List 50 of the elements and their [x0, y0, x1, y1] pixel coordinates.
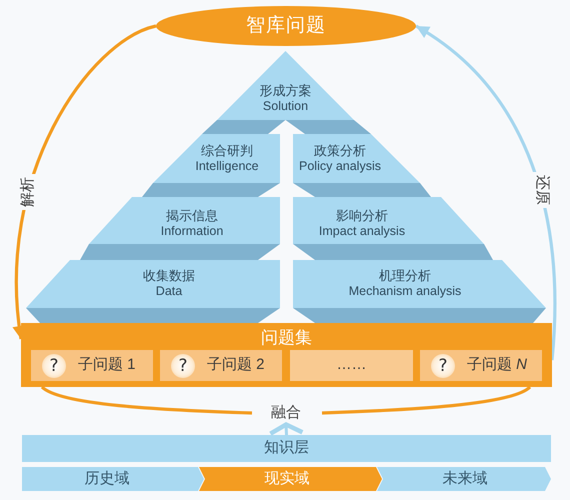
domain-label: 未来域	[442, 470, 488, 488]
ellipse	[156, 6, 416, 46]
level-title: 机理分析	[379, 268, 431, 284]
level-title: 政策分析	[314, 142, 366, 159]
pyramid-trapezoid	[26, 260, 280, 308]
sub-problem-card	[160, 350, 282, 381]
level-subtitle: Impact analysis	[318, 224, 406, 240]
pyramid-triangle	[217, 51, 354, 120]
sub-problem-card	[290, 350, 413, 381]
pyramid-trapezoid	[293, 197, 484, 244]
layer-bar	[22, 435, 551, 462]
heading: 智库问题	[246, 14, 326, 38]
pyramid-trapezoid	[293, 260, 546, 308]
level-title: 影响分析	[336, 208, 388, 224]
domain-label: 现实域	[264, 470, 310, 488]
level-subtitle: Information	[160, 224, 224, 240]
edge-label: 解析	[18, 174, 38, 210]
chevron-segment	[22, 467, 204, 491]
level-subtitle: Mechanism analysis	[348, 284, 462, 300]
arrow	[268, 422, 305, 436]
question-mark: ?	[171, 354, 195, 378]
pyramid-trapezoid	[89, 197, 280, 244]
level-subtitle: Data	[156, 284, 182, 300]
level-title: 形成方案	[260, 82, 312, 99]
sub-problem-label: 子问题 2	[207, 356, 265, 375]
panel-title: 问题集	[261, 327, 312, 348]
chevron-segment	[377, 467, 551, 491]
curved-arrow	[13, 24, 157, 340]
level-title: 揭示信息	[166, 208, 218, 224]
curved-arrow	[415, 24, 556, 360]
level-subtitle: Solution	[262, 98, 308, 114]
level-title: 收集数据	[143, 268, 195, 284]
text-label: 融合	[267, 402, 305, 423]
level-subtitle: Intelligence	[195, 158, 259, 174]
level-subtitle: Policy analysis	[299, 158, 381, 174]
domain-label: 历史域	[84, 470, 130, 488]
level-title: 综合研判	[201, 142, 253, 159]
sub-problem-label: 子问题 N	[467, 356, 528, 375]
question-mark: ?	[42, 354, 66, 378]
chevron-segment	[199, 467, 382, 491]
question-mark: ?	[431, 354, 455, 378]
ellipsis-label: ……	[336, 356, 366, 375]
sub-problem-card	[420, 350, 542, 381]
sub-problem-card	[31, 350, 153, 381]
sub-problem-label: 子问题 1	[78, 356, 136, 375]
pyramid-trapezoid	[293, 134, 420, 183]
pyramid-trapezoid	[153, 134, 280, 183]
layer-label: 知识层	[264, 439, 309, 458]
edge-label: 还原	[532, 172, 552, 208]
problem-panel	[21, 323, 552, 387]
